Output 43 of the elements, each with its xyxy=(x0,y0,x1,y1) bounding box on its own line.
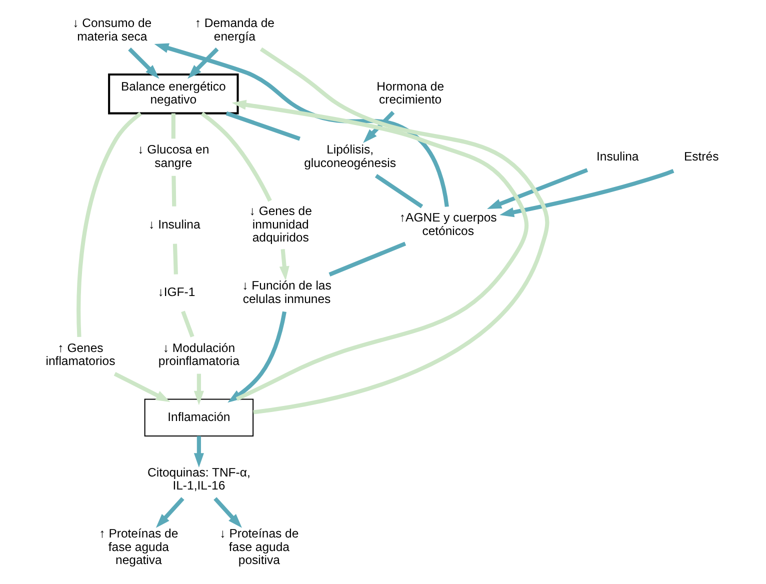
node-text: ↑ Demanda de energía xyxy=(194,16,275,44)
node-text: ↓ Consumo de materia seca xyxy=(72,16,152,44)
node-text: ↓IGF-1 xyxy=(158,285,196,300)
arrow xyxy=(487,168,588,209)
node-text: Insulina xyxy=(596,149,639,164)
node-text: ↓ Genes de inmunidad adquiridos xyxy=(249,204,312,245)
connector xyxy=(181,310,194,338)
node-text: Hormona de crecimiento xyxy=(376,79,444,107)
node-text: ↓ Insulina xyxy=(148,217,200,232)
arrow xyxy=(363,110,395,143)
arrow xyxy=(188,48,219,79)
arrow xyxy=(279,248,290,281)
node-text: ↓ Proteínas de fase aguda positiva xyxy=(220,526,299,568)
node-box: Balance energético negativo xyxy=(108,73,239,114)
node-text: ↓ Función de las celulas inmunes xyxy=(242,278,332,306)
arrow xyxy=(156,497,184,528)
connector xyxy=(172,244,178,274)
node-text: ↑ Proteínas de fase aguda negativa xyxy=(99,526,178,568)
node-text: Citoquinas: TNF-α, IL-1,IL-16 xyxy=(148,465,250,493)
arrow xyxy=(194,436,204,468)
node-box: Inflamación xyxy=(144,398,254,436)
connector xyxy=(76,112,142,337)
node-text: ↓ Modulación proinflamatoria xyxy=(158,340,240,368)
connector xyxy=(226,111,300,141)
connector xyxy=(328,242,406,276)
node-text: Lipólisis, gluconeogénesis xyxy=(304,142,396,170)
arrow xyxy=(128,48,160,79)
node-text: Estrés xyxy=(684,149,719,164)
arrow xyxy=(194,374,204,406)
arrow xyxy=(214,497,242,528)
node-text: ↑ Genes inflamatorios xyxy=(46,340,116,368)
arrow xyxy=(114,372,170,402)
connector xyxy=(253,47,550,414)
arrow xyxy=(154,43,449,207)
arrow xyxy=(228,311,286,403)
node-text: ↑AGNE y cuerpos cetónicos xyxy=(399,210,497,238)
connector xyxy=(200,112,272,202)
arrow xyxy=(232,100,528,401)
connector xyxy=(171,113,176,139)
connector xyxy=(172,176,176,206)
node-text: ↓ Glucosa en sangre xyxy=(138,142,210,170)
connector xyxy=(374,174,424,208)
arrow xyxy=(500,168,674,218)
